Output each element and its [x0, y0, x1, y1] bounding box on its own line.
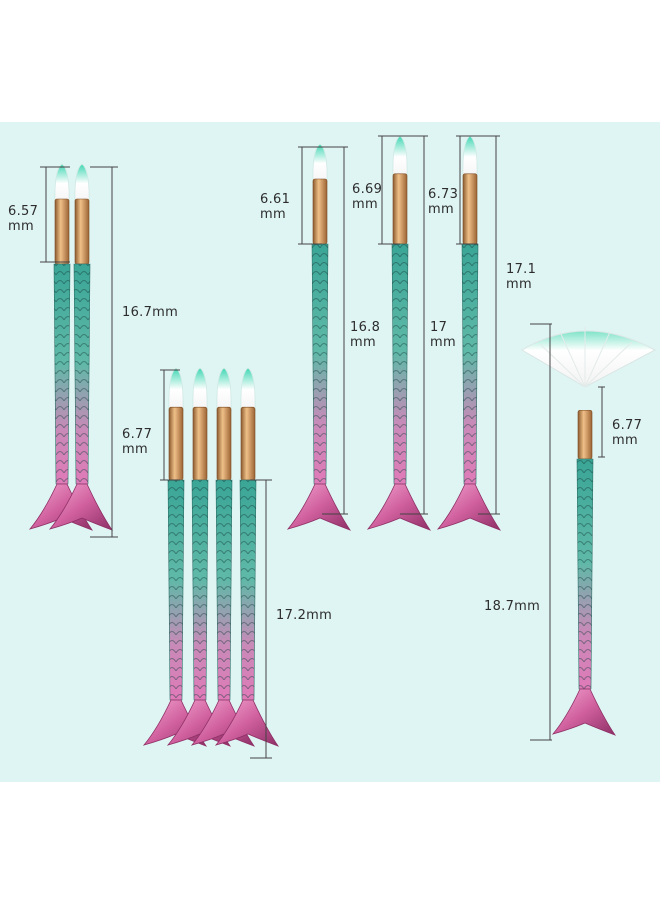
- set2-total-length-label: 17.2mm: [276, 608, 333, 623]
- set1-head-length-label: 6.57 mm: [8, 204, 39, 234]
- brush-a-head-length-label: 6.61 mm: [260, 192, 291, 222]
- fan-head-length-label: 6.77 mm: [612, 418, 643, 448]
- brush-c-total-length-label: 17.1 mm: [506, 262, 537, 292]
- single-brush-a: [286, 143, 352, 531]
- brush-illustration: [28, 135, 657, 759]
- set1-total-length-label: 16.7mm: [122, 305, 179, 320]
- set2-brush-3: [190, 367, 256, 747]
- brush-a-total-length-label: 16.8 mm: [350, 320, 381, 350]
- set1-brush-1: [28, 163, 94, 531]
- set1-brush-2: [48, 163, 114, 531]
- fan-brush: [551, 409, 617, 736]
- fan-total-length-label: 18.7mm: [484, 599, 541, 614]
- set2-brush-4: [214, 367, 280, 747]
- brush-c-head-length-label: 6.73 mm: [428, 187, 459, 217]
- brush-b-head-length-label: 6.69 mm: [352, 182, 383, 212]
- dimension-lines: [40, 135, 605, 759]
- fan-brush-head: [521, 327, 657, 388]
- brush-b-total-length-label: 17 mm: [430, 320, 456, 350]
- single-brush-c: [436, 135, 502, 531]
- single-brush-b: [366, 135, 432, 531]
- product-photo-panel: 6.57 mm 16.7mm 6.77 mm 17.2mm 6.61 mm 16…: [0, 122, 660, 782]
- set2-head-length-label: 6.77 mm: [122, 427, 153, 457]
